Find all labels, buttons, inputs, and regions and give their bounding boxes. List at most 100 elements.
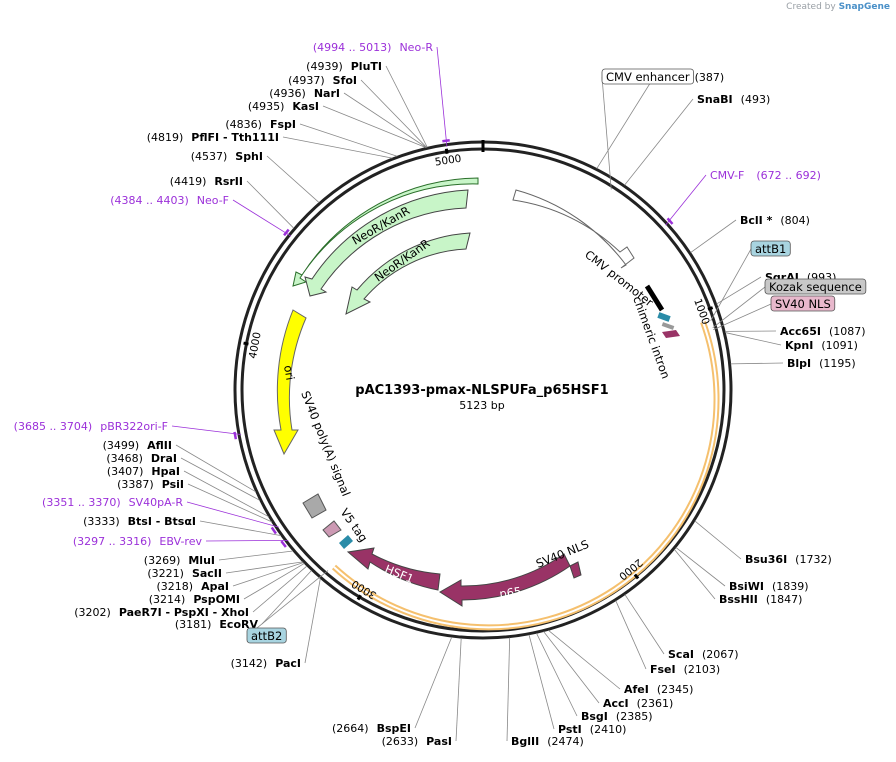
site-leader <box>543 631 600 704</box>
restriction-site[interactable]: PstI(2410) <box>558 723 626 736</box>
sv40-nls-small-feature[interactable] <box>569 561 582 579</box>
ori-arrow[interactable] <box>273 309 307 456</box>
svg-text:attB1: attB1 <box>755 242 786 256</box>
site-leader <box>624 594 665 655</box>
orf-highlight-core <box>333 321 718 629</box>
site-leader <box>455 638 462 742</box>
restriction-site[interactable]: FseI(2103) <box>650 663 720 676</box>
kozak-feature[interactable] <box>661 322 675 330</box>
primer-label[interactable]: (4994 .. 5013)Neo-R <box>313 41 433 54</box>
restriction-site[interactable]: SnaBI(493) <box>697 93 770 106</box>
neokanr-arrow-1[interactable] <box>304 189 469 297</box>
tick-mark <box>444 148 449 154</box>
restriction-site[interactable]: KpnI(1091) <box>785 339 858 352</box>
restriction-site[interactable]: (3407)HpaI <box>107 465 180 478</box>
sv40-nls-feature[interactable] <box>662 330 680 338</box>
site-leader <box>548 629 621 690</box>
neokanr-outer-arrow[interactable] <box>292 177 479 287</box>
restriction-site[interactable]: BsgI(2385) <box>581 710 652 723</box>
restriction-site[interactable]: (3202)PaeR7I - PspXI - XhoI <box>74 606 249 619</box>
site-leader <box>246 180 295 229</box>
site-leader <box>261 570 312 625</box>
sv40-polya-label: SV40 poly(A) signal <box>298 389 353 498</box>
primer-label[interactable]: (3297 .. 3316)EBV-rev <box>73 535 203 548</box>
svg-text:SV40 NLS: SV40 NLS <box>775 297 831 311</box>
site-leader <box>674 549 716 600</box>
primer-leader <box>186 501 279 528</box>
restriction-site[interactable]: (3387)PsiI <box>117 478 184 491</box>
feature-box-label[interactable]: SV40 NLS <box>770 295 836 312</box>
site-leader <box>282 136 393 159</box>
restriction-site[interactable]: (4819)PflFI - Tth111I <box>147 131 279 144</box>
feature-box-label[interactable]: attB2 <box>246 627 287 644</box>
site-leader <box>385 65 428 148</box>
restriction-site[interactable]: (3333)BtsI - BtsαI <box>83 515 196 528</box>
tick-mark <box>356 594 362 601</box>
restriction-site[interactable]: (3142)PacI <box>231 657 301 670</box>
chimeric-intron-bar[interactable] <box>644 284 665 312</box>
restriction-site[interactable]: (4419)RsrII <box>170 175 243 188</box>
restriction-site[interactable]: (2633)PasI <box>382 735 452 748</box>
v5-tag-feature[interactable] <box>322 520 342 538</box>
restriction-site[interactable]: AccI(2361) <box>603 697 673 710</box>
feature-box-label[interactable]: CMV enhancer <box>601 68 694 85</box>
restriction-site[interactable]: (4537)SphI <box>191 150 263 163</box>
restriction-site[interactable]: (4936)NarI <box>269 87 340 100</box>
attb1-feature[interactable] <box>657 312 671 322</box>
attb2-feature[interactable] <box>339 535 353 549</box>
cmv-promoter-arrow[interactable] <box>512 189 635 269</box>
p65-arrow[interactable] <box>439 553 571 607</box>
restriction-site[interactable]: (3214)PspOMI <box>149 593 240 606</box>
hsf1-arrow[interactable] <box>346 547 441 591</box>
restriction-site[interactable]: (3468)DraI <box>106 452 177 465</box>
restriction-site[interactable]: BssHII(1847) <box>719 593 802 606</box>
primer-label[interactable]: (4384 .. 4403)Neo-F <box>110 194 229 207</box>
restriction-site[interactable]: (3218)ApaI <box>157 580 229 593</box>
restriction-site[interactable]: BlpI(1195) <box>787 357 856 370</box>
feature-box-label[interactable]: Kozak sequence <box>764 278 867 295</box>
site-leader <box>187 483 272 523</box>
site-leader <box>675 547 726 587</box>
site-leader <box>322 105 427 148</box>
restriction-site[interactable]: AfeI(2345) <box>624 683 693 696</box>
restriction-site[interactable]: Acc65I(1087) <box>780 325 866 338</box>
ori-label: ori <box>281 364 297 381</box>
site-leader <box>175 444 256 493</box>
site-leader <box>299 123 398 157</box>
neokanr-label-2: NeoR/KanR <box>372 236 433 284</box>
sv40-polya-feature[interactable] <box>302 493 327 519</box>
feature-leader <box>713 303 772 331</box>
restriction-site[interactable]: (4836)FspI <box>225 118 296 131</box>
restriction-site[interactable]: (4939)PluTI <box>306 60 382 73</box>
primer-label[interactable]: CMV-F(672 .. 692) <box>710 169 821 182</box>
restriction-site[interactable]: Bsu36I(1732) <box>745 553 832 566</box>
restriction-site[interactable]: (4937)SfoI <box>288 74 357 87</box>
restriction-site[interactable]: (3181)EcoRV <box>175 618 259 631</box>
site-leader <box>243 563 305 600</box>
svg-text:attB2: attB2 <box>251 629 282 643</box>
site-leader <box>690 219 737 253</box>
site-leader <box>536 633 578 717</box>
site-leader <box>414 636 453 729</box>
feature-leader <box>710 248 752 321</box>
neokanr-arrow-2[interactable] <box>345 232 471 315</box>
restriction-site[interactable]: BglII(2474) <box>511 735 584 748</box>
feature-box-label[interactable]: attB1 <box>750 240 791 257</box>
restriction-site[interactable]: BsiWI(1839) <box>729 580 809 593</box>
svg-text:CMV enhancer: CMV enhancer <box>606 70 690 84</box>
restriction-site[interactable]: BclI *(804) <box>740 214 810 227</box>
site-leader <box>694 520 742 560</box>
primer-label[interactable]: (3685 .. 3704)pBR322ori-F <box>14 420 168 433</box>
restriction-site[interactable]: (3221)SacII <box>147 567 222 580</box>
snapgene-logo: SnapGene <box>838 2 890 12</box>
restriction-site[interactable]: (3499)AflII <box>103 439 172 452</box>
restriction-site[interactable]: (4935)KasI <box>248 100 319 113</box>
tick-mark <box>707 306 714 311</box>
site-leader <box>506 637 511 742</box>
restriction-site[interactable]: ScaI(2067) <box>668 648 739 661</box>
plasmid-length: 5123 bp <box>459 399 504 412</box>
restriction-site[interactable]: (2664)BspEI <box>332 722 411 735</box>
restriction-site[interactable]: (3269)MluI <box>144 554 215 567</box>
primer-label[interactable]: (3351 .. 3370)SV40pA-R <box>42 496 183 509</box>
